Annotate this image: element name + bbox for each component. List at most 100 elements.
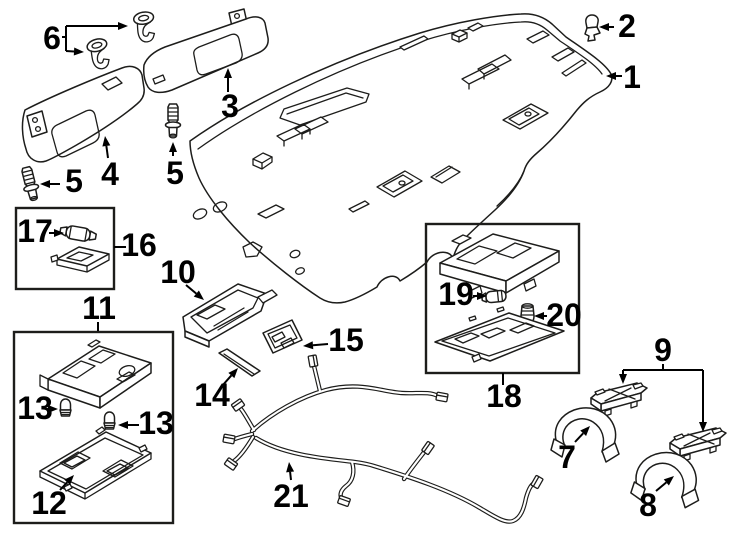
overhead-console-assembly <box>39 339 152 409</box>
leader-line-15 <box>312 343 329 347</box>
callout-label-12[interactable]: 12 <box>31 485 67 521</box>
callout-label-17[interactable]: 17 <box>17 213 53 249</box>
strip-outline <box>218 348 261 377</box>
harness-core <box>239 407 256 432</box>
arrowhead-icon <box>73 47 84 56</box>
callout-8: 8 <box>639 476 674 523</box>
callout-label-6[interactable]: 6 <box>43 20 61 56</box>
arrowhead-icon <box>619 374 627 384</box>
hole <box>212 201 228 213</box>
leader-line-21 <box>289 471 292 481</box>
visor-screw-b <box>164 103 182 139</box>
arrowhead-icon <box>40 180 50 188</box>
bulb19-seams <box>496 289 504 303</box>
headliner-top-edge-line <box>197 21 603 150</box>
wedge-bulb-13-left <box>59 398 72 417</box>
headliner-rear-bracket <box>461 54 512 85</box>
leader-line-8 <box>655 481 667 492</box>
callout-label-5b[interactable]: 5 <box>166 155 184 191</box>
harness-connector <box>435 391 449 403</box>
callout-label-20[interactable]: 20 <box>546 297 582 333</box>
callout-label-19[interactable]: 19 <box>438 276 474 312</box>
callout-13b: 13 <box>118 405 174 441</box>
console-housing-10 <box>182 283 278 348</box>
console-round-hole <box>118 364 136 378</box>
callout-20: 20 <box>534 297 582 333</box>
callout-1: 1 <box>606 59 641 95</box>
headliner-cube-depth <box>252 156 273 170</box>
map-lamp-12 <box>39 426 152 500</box>
callout-label-1[interactable]: 1 <box>623 59 641 95</box>
headliner-maplight-front-inner <box>508 107 540 126</box>
callout-label-8[interactable]: 8 <box>639 487 657 523</box>
headliner-sunglass-recess <box>430 165 461 184</box>
callout-label-18[interactable]: 18 <box>486 378 522 414</box>
callout-label-2[interactable]: 2 <box>618 8 636 44</box>
socket-ribs <box>520 310 535 316</box>
headliner-slots <box>257 30 587 219</box>
arrowhead-icon <box>118 22 128 30</box>
visor-mirror <box>193 33 243 76</box>
arrowhead-icon <box>224 68 232 78</box>
arrowhead-icon <box>169 142 177 152</box>
visor-flap <box>101 76 123 91</box>
callout-5a: 5 <box>40 163 83 199</box>
headliner-maplight-front-hole <box>524 111 532 117</box>
callout-19: 19 <box>438 276 487 312</box>
headliner-maplight-rear-inner <box>382 174 414 193</box>
callout-label-11[interactable]: 11 <box>82 290 116 326</box>
festoon-bulb-17 <box>59 225 97 242</box>
wedge-bulb-13-right <box>103 411 116 430</box>
callout-label-9[interactable]: 9 <box>654 332 672 368</box>
lamp12-tabs <box>63 426 148 492</box>
leader-line-10 <box>185 284 197 295</box>
console-wing <box>39 374 49 391</box>
headliner-rear-bracket-depth <box>468 73 485 90</box>
arrowhead-icon <box>477 292 487 300</box>
callout-label-13b[interactable]: 13 <box>138 405 174 441</box>
harness-core <box>250 385 440 433</box>
wiring-harness <box>222 354 544 524</box>
lamp12-lens <box>59 451 134 478</box>
lamp18-side <box>505 250 560 294</box>
leader-line-7 <box>574 432 584 443</box>
callout-label-15[interactable]: 15 <box>328 322 364 358</box>
visor-clip-b <box>84 36 114 72</box>
arrowhead-icon <box>54 229 64 237</box>
bulb-glass <box>65 225 91 242</box>
callout-label-3[interactable]: 3 <box>221 88 239 124</box>
callout-label-7[interactable]: 7 <box>558 439 576 475</box>
callout-label-14[interactable]: 14 <box>194 377 230 413</box>
callout-label-21[interactable]: 21 <box>273 478 309 514</box>
headliner-outline <box>189 13 613 304</box>
callout-2: 2 <box>599 8 636 44</box>
arrowhead-icon <box>534 312 544 320</box>
harness-core <box>232 435 255 463</box>
headliner-panel <box>189 13 613 304</box>
bulb19-glass <box>485 289 507 304</box>
arrowhead-icon <box>303 341 314 350</box>
callout-label-10[interactable]: 10 <box>160 254 196 290</box>
headliner-clip <box>584 14 601 42</box>
callout-13a: 13 <box>17 390 58 426</box>
callout-21: 21 <box>273 462 309 514</box>
leader-line-14 <box>221 374 233 387</box>
clip-cap <box>585 14 599 29</box>
callout-label-4[interactable]: 4 <box>101 156 119 192</box>
callout-label-5a[interactable]: 5 <box>65 163 83 199</box>
callout-label-16[interactable]: 16 <box>121 227 157 263</box>
callout-9: 9 <box>619 332 707 432</box>
harness-connector <box>336 494 352 508</box>
group-box-16 <box>14 206 116 291</box>
headliner-front-edge-line <box>496 170 525 207</box>
callout-15: 15 <box>303 322 364 358</box>
callout-6: 6 <box>43 20 128 56</box>
harness-core <box>312 364 322 393</box>
arrowhead-icon <box>286 462 295 473</box>
arrowhead-icon <box>118 421 128 429</box>
console-switch-hole <box>62 349 116 379</box>
hole <box>294 267 306 275</box>
callout-label-13a[interactable]: 13 <box>17 390 53 426</box>
